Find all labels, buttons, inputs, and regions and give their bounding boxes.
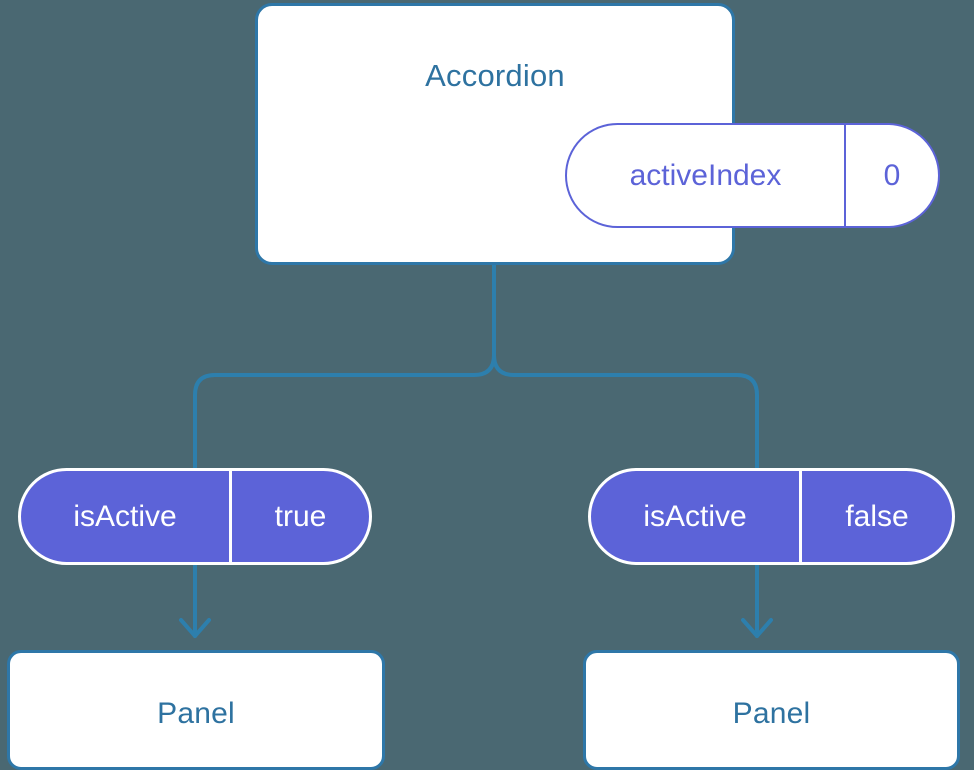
prop-key-isactive-right: isActive: [591, 471, 802, 562]
prop-value-isactive-right: false: [845, 499, 909, 533]
accordion-title: Accordion: [425, 58, 565, 93]
prop-value-isactive-left: true: [274, 499, 327, 533]
panel-title-left: Panel: [157, 697, 235, 730]
prop-pill-activeindex[interactable]: activeIndex 0: [565, 123, 940, 228]
panel-component-card-right[interactable]: Panel: [583, 650, 960, 770]
arrow-head-right-icon: [741, 618, 773, 638]
prop-pill-isactive-true[interactable]: isActive true: [18, 468, 372, 565]
panel-title-right: Panel: [732, 697, 811, 730]
prop-key-isactive-left: isActive: [21, 471, 232, 562]
panel-component-card-left[interactable]: Panel: [7, 650, 385, 770]
arrow-head-left-icon: [179, 618, 211, 638]
connector-root-split-right: [492, 263, 759, 470]
prop-value-activeindex: 0: [883, 158, 901, 192]
connector-root-split: [193, 263, 496, 470]
prop-key-activeindex: activeIndex: [567, 125, 846, 226]
accordion-component-card[interactable]: Accordion activeIndex 0: [255, 3, 940, 265]
prop-pill-isactive-false[interactable]: isActive false: [588, 468, 955, 565]
